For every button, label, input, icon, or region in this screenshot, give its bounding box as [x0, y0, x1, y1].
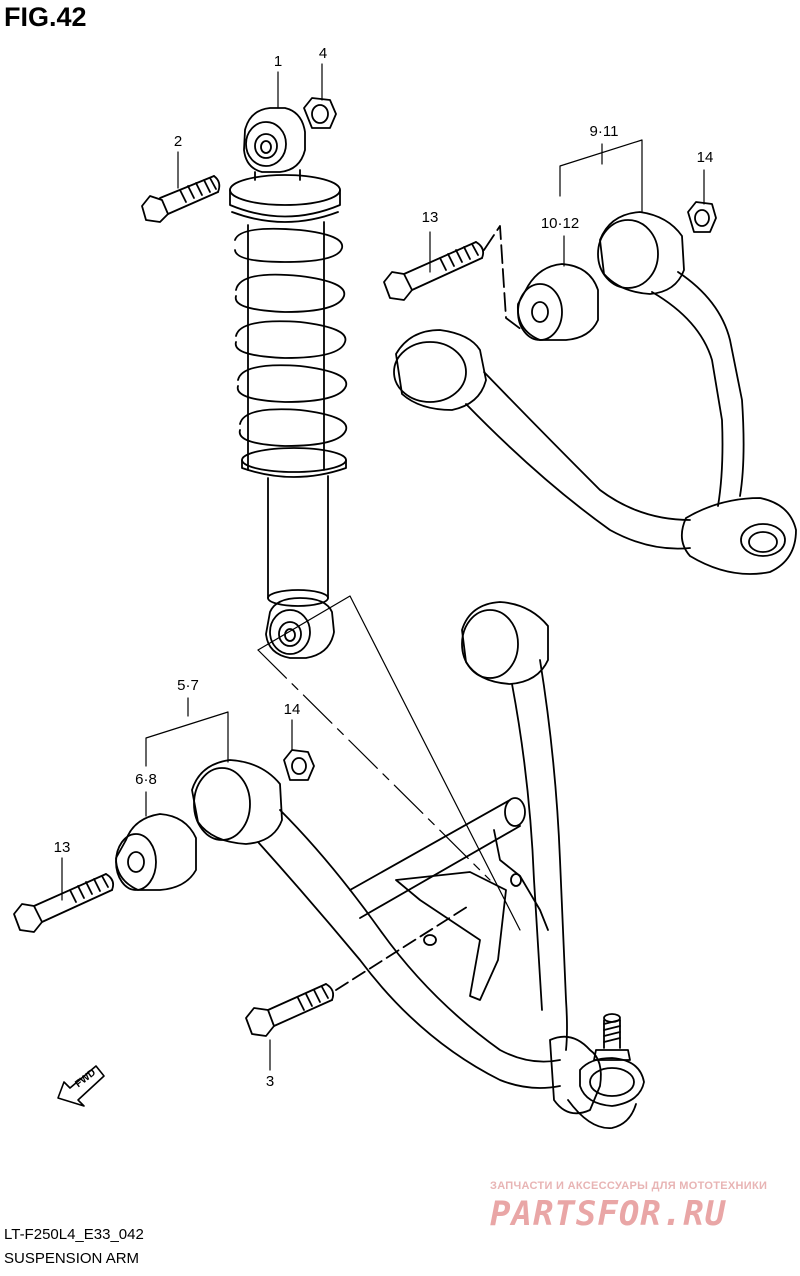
watermark-brand: PARTSFOR.RU: [490, 1194, 727, 1234]
lower-arm: [191, 601, 602, 1115]
nut-14-upper: [687, 201, 717, 233]
callout-part-14-lower: 14: [283, 701, 301, 718]
shock-absorber: [229, 107, 348, 659]
callout-part-13-lower: 13: [53, 839, 71, 856]
nut-14-lower: [283, 749, 315, 781]
callout-part-3: 3: [265, 1073, 275, 1090]
bushing-6-8: [115, 813, 197, 891]
callout-part-6-8: 6·8: [135, 771, 157, 788]
callout-part-14-upper: 14: [696, 149, 714, 166]
bolt-2: [141, 175, 221, 223]
nut-4: [303, 97, 337, 129]
watermark-tagline: ЗАПЧАСТИ И АКСЕССУАРЫ ДЛЯ МОТОТЕХНИКИ: [490, 1180, 768, 1192]
figure-title: FIG.42: [4, 2, 87, 32]
callout-part-1: 1: [273, 53, 283, 70]
ball-joint: [567, 1013, 645, 1129]
callout-part-4: 4: [318, 45, 328, 62]
figure-caption: SUSPENSION ARM: [4, 1250, 140, 1267]
forward-arrow-icon: [57, 1065, 105, 1107]
bolt-13-upper: [383, 225, 523, 331]
assembly-leader-lines: [257, 595, 521, 931]
callout-part-5-7: 5·7: [177, 677, 199, 694]
callout-part-9-11: 9·11: [589, 123, 619, 140]
callout-leaders: [61, 63, 705, 1071]
figure-code: LT-F250L4_E33_042: [4, 1226, 144, 1243]
bolt-3: [245, 904, 471, 1037]
upper-arm: [393, 211, 797, 575]
callout-part-10-12: 10·12: [540, 215, 580, 232]
bushing-10-12: [517, 263, 599, 341]
callout-part-2: 2: [173, 133, 183, 150]
callout-part-13-upper: 13: [421, 209, 439, 226]
bolt-13-lower: [13, 873, 115, 933]
